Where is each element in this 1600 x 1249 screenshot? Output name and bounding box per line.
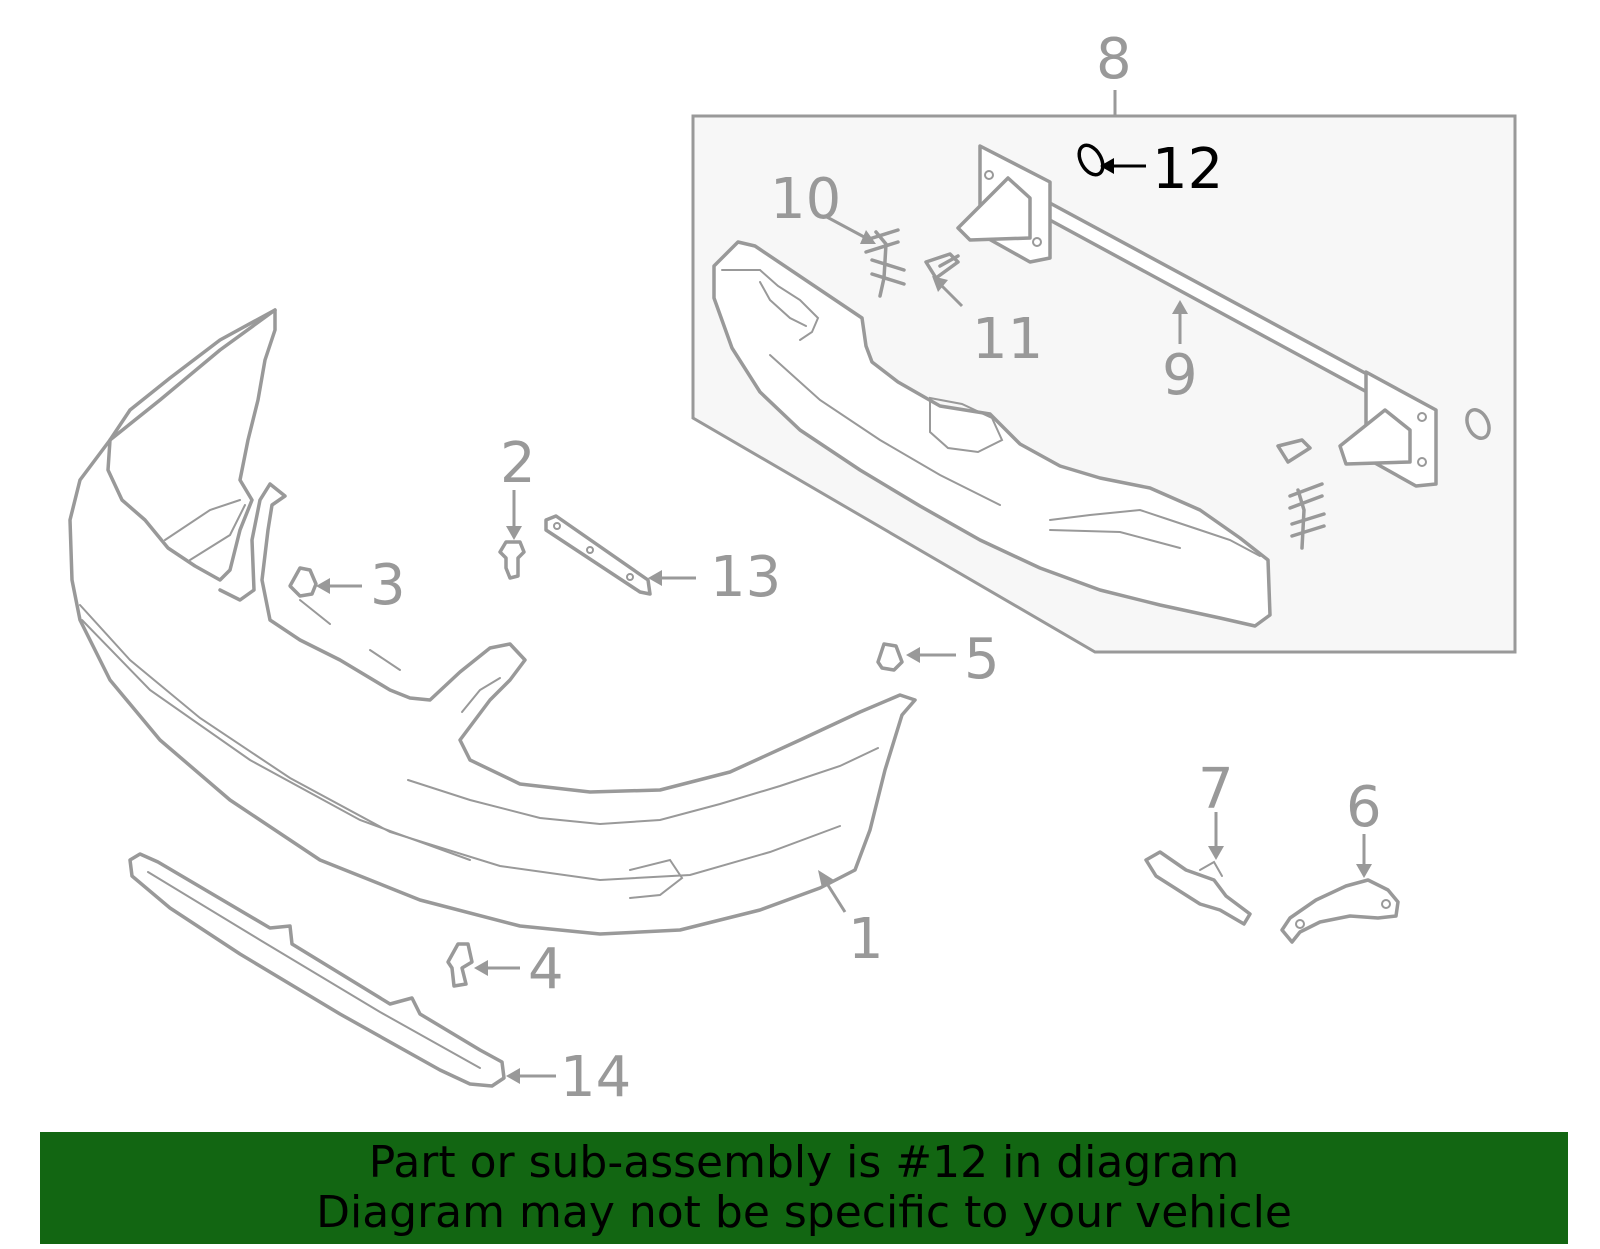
bracket-13[interactable] xyxy=(544,514,652,596)
callout-7: 7 xyxy=(1198,757,1234,822)
callout-10: 10 xyxy=(770,167,841,232)
reinforcement-bar[interactable] xyxy=(956,144,1493,488)
callout-2: 2 xyxy=(500,431,536,496)
callout-14: 14 xyxy=(560,1045,631,1110)
callout-13: 13 xyxy=(710,545,781,610)
bolt-11[interactable] xyxy=(924,252,1312,464)
bracket-6[interactable] xyxy=(1280,878,1400,944)
bracket-7[interactable] xyxy=(1144,850,1252,926)
banner-line-disclaimer: Diagram may not be specific to your vehi… xyxy=(316,1187,1292,1238)
grommet-12[interactable] xyxy=(1074,141,1107,179)
info-banner: Part or sub-assembly is #12 in diagram D… xyxy=(40,1132,1568,1244)
callout-5: 5 xyxy=(964,627,1000,692)
callout-3: 3 xyxy=(370,553,406,618)
clip-4[interactable] xyxy=(446,942,474,988)
clip-5[interactable] xyxy=(876,642,904,672)
leader-lines xyxy=(316,158,1372,1084)
callout-11: 11 xyxy=(972,307,1043,372)
bumper-cover[interactable] xyxy=(68,308,917,936)
clip-3[interactable] xyxy=(288,566,318,598)
callout-1: 1 xyxy=(848,907,884,972)
energy-absorber[interactable] xyxy=(712,240,1272,628)
lower-trim-14[interactable] xyxy=(128,852,506,1088)
clip-2[interactable] xyxy=(498,540,526,580)
callout-6: 6 xyxy=(1346,775,1382,840)
banner-line-part-number: Part or sub-assembly is #12 in diagram xyxy=(368,1137,1240,1188)
callout-8: 8 xyxy=(1096,27,1132,92)
callout-12: 12 xyxy=(1152,137,1223,202)
callout-labels: 1 2 3 4 5 6 7 8 9 10 11 13 14 12 xyxy=(370,27,1382,1110)
callout-4: 4 xyxy=(528,937,564,1002)
callout-9: 9 xyxy=(1162,343,1198,408)
